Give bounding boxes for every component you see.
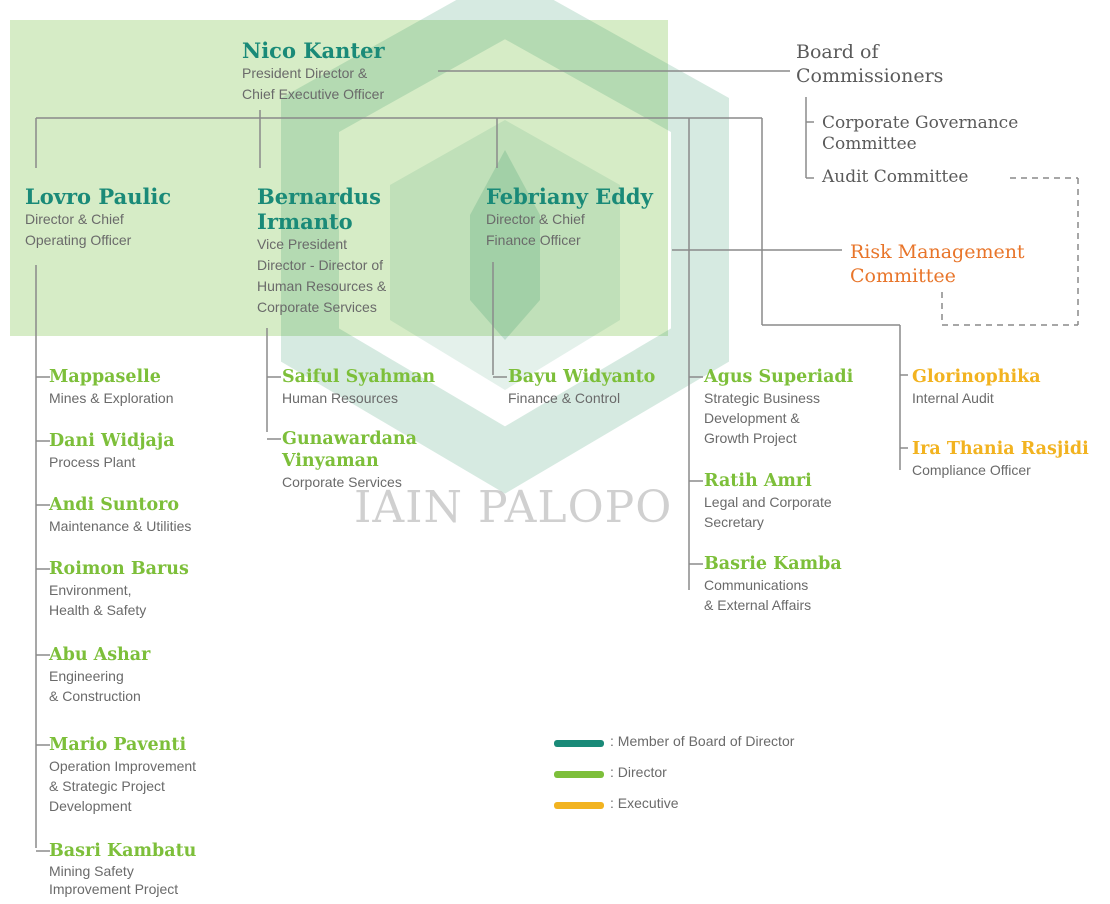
report-item: Mappaselle Mines & Exploration (36, 366, 266, 430)
report-role: Operation Improvement (49, 758, 197, 774)
commissioners-block: Board of Commissioners (796, 40, 943, 88)
report-role: Development (49, 798, 132, 814)
bernardus-report-1: Saiful Syahman Human Resources (267, 366, 435, 408)
member-role-line: Vice President (257, 236, 348, 252)
member-lovro: Lovro Paulic Director & Chief Operating … (25, 184, 171, 251)
report-name: Bayu Widyanto (508, 367, 656, 387)
legend-label-board: : Member of Board of Director (610, 733, 795, 749)
report-name: Gunawardana (282, 429, 417, 449)
report-role: Mines & Exploration (49, 390, 174, 406)
legend-label-director: : Director (610, 764, 667, 780)
report-name: Andi Suntoro (49, 495, 180, 515)
member-role-line: Corporate Services (257, 299, 377, 315)
commissioners-title-2: Commissioners (796, 65, 944, 87)
bernardus-report-2: Gunawardana Vinyaman Corporate Services (267, 428, 417, 492)
report-name: Saiful Syahman (282, 367, 436, 387)
report-item: Mario Paventi Operation Improvement & St… (36, 734, 266, 840)
report-role: Engineering (49, 668, 124, 684)
report-item: Abu Ashar Engineering & Construction (36, 644, 266, 734)
governance-committee-line-1: Corporate Governance (822, 113, 1019, 133)
report-name: Vinyaman (282, 451, 379, 471)
ceo-report-3: Basrie Kamba Communications & External A… (689, 553, 842, 615)
febriany-report-1: Bayu Widyanto Finance & Control (493, 366, 655, 408)
report-role: Secretary (704, 514, 764, 530)
report-role: Strategic Business (704, 390, 820, 406)
executive-2: Ira Thania Rasjidi Compliance Officer (912, 438, 1089, 480)
ceo-report-2: Ratih Amri Legal and Corporate Secretary (689, 470, 832, 532)
executive-name: Glorinophika (912, 367, 1041, 387)
watermark-text: IAIN PALOPO (354, 482, 673, 533)
report-role: Growth Project (704, 430, 797, 446)
report-role: Corporate Services (282, 474, 402, 490)
president-role-2: Chief Executive Officer (242, 86, 385, 102)
member-name: Febriany Eddy (486, 184, 653, 209)
report-role: Environment, (49, 582, 132, 598)
executive-1: Glorinophika Internal Audit (912, 366, 1041, 408)
report-name: Roimon Barus (49, 559, 189, 579)
member-role-line: Director & Chief (486, 211, 585, 227)
report-name: Abu Ashar (49, 645, 151, 665)
member-name: Irmanto (257, 209, 353, 234)
report-role: & Construction (49, 688, 141, 704)
risk-committee-line-1: Risk Management (850, 241, 1025, 263)
report-role: & External Affairs (704, 597, 812, 613)
report-role: Maintenance & Utilities (49, 518, 192, 534)
lovro-reports: Mappaselle Mines & Exploration Dani Widj… (36, 366, 266, 904)
report-item: Andi Suntoro Maintenance & Utilities (36, 494, 266, 558)
member-febriany: Febriany Eddy Director & Chief Finance O… (486, 184, 653, 251)
legend-swatch-executive (554, 802, 604, 809)
report-role: Improvement Project (49, 881, 179, 897)
report-name: Agus Superiadi (704, 367, 854, 387)
legend-swatch-director (554, 771, 604, 778)
report-role: Communications (704, 577, 809, 593)
member-role-line: Human Resources & (257, 278, 387, 294)
legend-label-executive: : Executive (610, 795, 679, 811)
report-item: Basri Kambatu Mining Safety Improvement … (36, 840, 266, 904)
audit-committee: Audit Committee (822, 167, 969, 187)
report-name: Basrie Kamba (704, 554, 842, 574)
risk-committee-line-2: Committee (850, 265, 956, 287)
report-role: Process Plant (49, 454, 136, 470)
report-role: Human Resources (282, 390, 398, 406)
risk-committee: Risk Management Committee (850, 240, 1025, 288)
president-name: Nico Kanter (242, 38, 385, 63)
governance-committee-line-2: Committee (822, 134, 917, 154)
executive-name: Ira Thania Rasjidi (912, 439, 1089, 459)
report-role: Mining Safety (49, 863, 134, 879)
report-role: Health & Safety (49, 602, 147, 618)
executive-role: Compliance Officer (912, 462, 1031, 478)
ceo-report-1: Agus Superiadi Strategic Business Develo… (689, 366, 853, 448)
president-role-1: President Director & (242, 65, 368, 81)
report-role: Development & (704, 410, 800, 426)
commissioners-title-1: Board of (796, 41, 879, 63)
member-bernardus: Bernardus Irmanto Vice President Directo… (257, 184, 386, 318)
report-name: Basri Kambatu (49, 841, 197, 861)
report-role: Finance & Control (508, 390, 621, 406)
member-role-line: Director - Director of (257, 257, 384, 273)
member-name: Bernardus (257, 184, 381, 209)
member-role-line: Director & Chief (25, 211, 124, 227)
report-name: Mario Paventi (49, 735, 187, 755)
report-name: Ratih Amri (704, 471, 812, 491)
report-role: Legal and Corporate (704, 494, 832, 510)
board-panel (10, 20, 668, 336)
report-name: Dani Widjaja (49, 431, 175, 451)
legend-swatch-board (554, 740, 604, 747)
governance-committee: Corporate Governance Committee (822, 113, 1018, 155)
member-role-line: Finance Officer (486, 232, 581, 248)
report-item: Roimon Barus Environment, Health & Safet… (36, 558, 266, 644)
member-role-line: Operating Officer (25, 232, 132, 248)
report-role: & Strategic Project (49, 778, 165, 794)
report-name: Mappaselle (49, 367, 161, 387)
report-item: Dani Widjaja Process Plant (36, 430, 266, 494)
executive-role: Internal Audit (912, 390, 994, 406)
president-block: Nico Kanter President Director & Chief E… (242, 38, 385, 105)
member-name: Lovro Paulic (25, 184, 172, 209)
